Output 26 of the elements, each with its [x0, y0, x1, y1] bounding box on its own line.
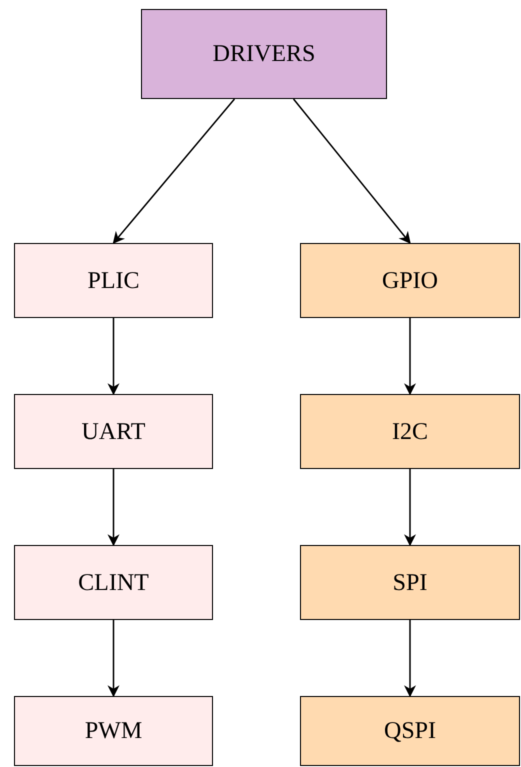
box-label: GPIO — [382, 266, 438, 296]
arrow — [108, 469, 120, 546]
process-box — [14, 545, 213, 620]
box-label: I2C — [392, 418, 428, 446]
box-label: CLINT — [78, 568, 149, 598]
process-box — [14, 243, 213, 318]
arrow — [108, 318, 120, 396]
process-box — [300, 243, 520, 318]
process-box — [300, 394, 520, 469]
arrow — [404, 469, 416, 546]
box-label: DRIVERS — [212, 40, 316, 69]
arrow — [404, 620, 416, 698]
arrow — [108, 620, 120, 698]
box-label: QSPI — [384, 717, 436, 746]
box-label: UART — [82, 418, 146, 446]
box-label: SPI — [392, 568, 428, 598]
process-box — [14, 394, 213, 469]
process-box — [300, 696, 520, 766]
arrow — [112, 98, 236, 244]
process-box — [300, 545, 520, 620]
box-label: PLIC — [87, 266, 140, 296]
arrow — [292, 98, 411, 244]
process-box — [141, 9, 387, 99]
arrow — [404, 318, 416, 396]
process-box — [14, 696, 213, 766]
box-label: PWM — [84, 717, 142, 746]
